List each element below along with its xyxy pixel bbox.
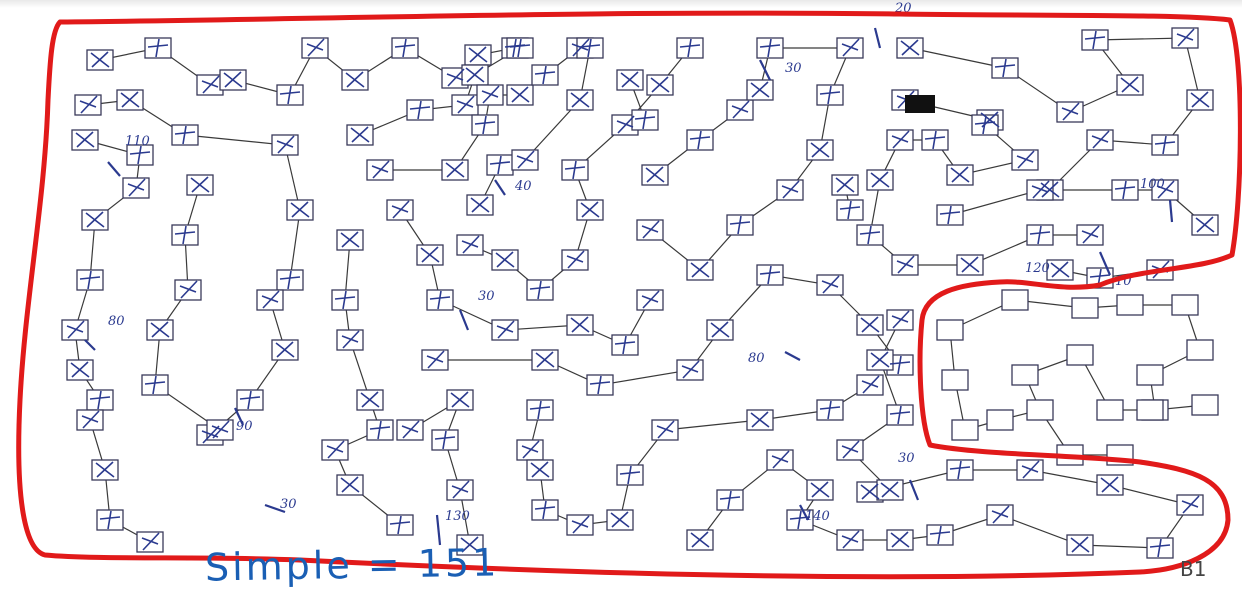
margin-number: 30 — [898, 451, 915, 466]
cut-mark — [85, 340, 95, 350]
cut-mark — [760, 60, 770, 80]
margin-number: 40 — [514, 179, 532, 194]
empty-box — [937, 320, 963, 340]
cut-mark — [875, 28, 880, 48]
empty-box — [1097, 400, 1123, 420]
cut-mark — [1170, 200, 1172, 222]
empty-box — [1067, 345, 1093, 365]
cut-mark — [108, 162, 120, 176]
empty-box — [987, 410, 1013, 430]
margin-number: 80 — [108, 314, 125, 329]
margin-number: 110 — [125, 134, 150, 149]
empty-box — [1012, 365, 1038, 385]
empty-box — [952, 420, 978, 440]
empty-box — [1002, 290, 1028, 310]
empty-box — [1027, 400, 1053, 420]
margin-number: 90 — [236, 419, 253, 434]
score-annotation: Simple = 151 — [205, 542, 500, 587]
cut-mark — [785, 352, 800, 360]
connection-line — [88, 100, 300, 435]
margin-number: 30 — [785, 61, 802, 76]
empty-box — [1137, 365, 1163, 385]
empty-box — [1137, 400, 1163, 420]
margin-number: 120 — [1025, 261, 1050, 276]
empty-box — [1172, 295, 1198, 315]
empty-box — [1192, 395, 1218, 415]
empty-box — [1117, 295, 1143, 315]
margin-number: 140 — [805, 509, 830, 524]
margin-number: 130 — [445, 509, 470, 524]
cut-mark — [910, 480, 918, 500]
start-marker — [905, 95, 935, 113]
margin-number: 30 — [280, 497, 297, 512]
empty-box — [942, 370, 968, 390]
region-outline — [19, 13, 1241, 577]
empty-box — [1072, 298, 1098, 318]
margin-number: 30 — [478, 289, 495, 304]
sheet-code: B1 — [1180, 557, 1206, 581]
margin-number: 80 — [748, 351, 765, 366]
empty-box — [1187, 340, 1213, 360]
cut-mark — [495, 180, 505, 195]
margin-number: 100 — [1140, 177, 1165, 192]
